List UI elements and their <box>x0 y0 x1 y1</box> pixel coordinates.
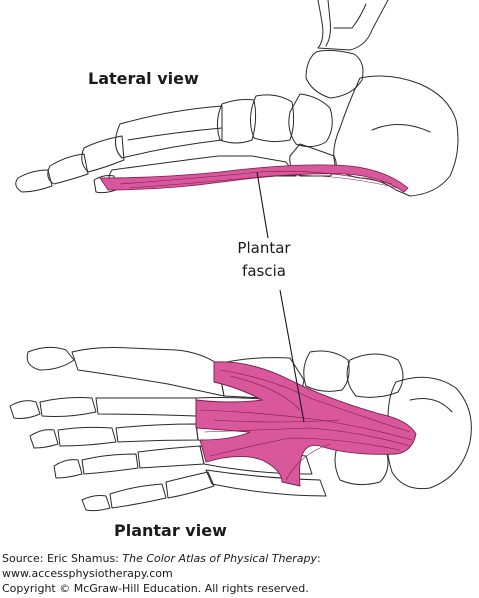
source-url: www.accessphysiotherapy.com <box>2 567 173 580</box>
callout-plantar: Plantar <box>237 239 291 257</box>
source-title: The Color Atlas of Physical Therapy <box>122 552 317 565</box>
plantar-talus-outline <box>346 353 404 398</box>
figure-caption: Source: Eric Shamus: The Color Atlas of … <box>2 551 478 596</box>
cuneiform-outline <box>250 94 295 143</box>
plantar-navicular-outline <box>303 350 350 392</box>
metatarsal-outline <box>115 105 223 159</box>
leader-lines <box>256 171 305 423</box>
talus-outline <box>305 49 364 99</box>
calcaneus-outline <box>333 75 459 197</box>
source-prefix: Source: Eric Shamus: <box>2 552 123 565</box>
lateral-view-title: Lateral view <box>88 69 199 88</box>
leader-line-plantar <box>279 289 305 423</box>
fibula-outline <box>325 0 331 47</box>
plantar-view-fascia <box>195 361 417 487</box>
source-suffix: : <box>316 552 321 565</box>
source-line: Source: Eric Shamus: The Color Atlas of … <box>2 551 478 566</box>
lateral-plantar-fascia <box>99 164 409 193</box>
plantar-toe-outline <box>26 346 75 371</box>
callout-fascia: fascia <box>242 262 286 280</box>
lateral-foot-bones <box>15 0 459 197</box>
leader-line-lateral <box>256 171 269 239</box>
copyright-line: Copyright © McGraw-Hill Education. All r… <box>2 582 309 595</box>
plantar-view-title: Plantar view <box>114 521 227 540</box>
tibia-outline <box>317 0 389 51</box>
phalanx-outline <box>81 135 125 173</box>
navicular-outline <box>288 93 333 148</box>
